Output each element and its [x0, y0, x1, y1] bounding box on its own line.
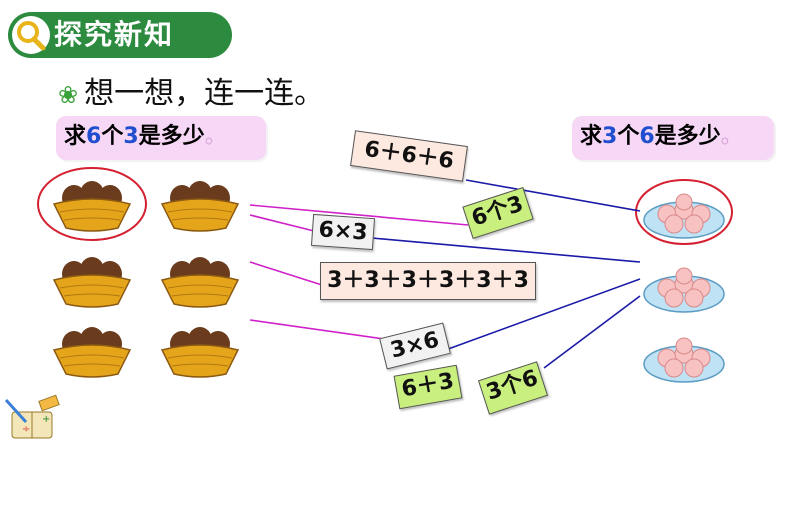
line-basket-to-6ge3 — [249, 204, 469, 226]
left-question-box: 求6个3是多少。 — [56, 116, 266, 160]
pinecone-basket — [160, 257, 240, 308]
magnifier-icon — [12, 16, 50, 54]
line-sum6-to-plate — [465, 179, 641, 212]
connection-lines — [37, 167, 733, 369]
flower-icon: ❀ — [58, 81, 79, 109]
line-3ge6-to-plate — [543, 295, 641, 369]
left-question-text: 求6个3是多少。 — [64, 124, 227, 149]
pinecone-basket — [52, 181, 132, 232]
line-6x3-to-plate — [371, 237, 641, 263]
right-question-text: 求3个6是多少。 — [580, 124, 743, 149]
right-highlight-circle — [635, 179, 733, 245]
line-basket-to-3x6 — [249, 319, 385, 340]
left-highlight-circle — [37, 167, 147, 241]
card-6-times-3[interactable]: 6×3 — [310, 213, 376, 251]
line-basket-to-sum3 — [249, 261, 323, 286]
section-header: 探究新知 — [8, 12, 232, 58]
svg-text:÷: ÷ — [22, 424, 30, 435]
instruction-text: 想一想，连一连。 — [84, 76, 325, 111]
stationery-decoration-icon: ÷ + — [4, 394, 60, 439]
section-title: 探究新知 — [54, 18, 175, 51]
pinecone-basket — [52, 327, 132, 378]
peach-plate — [643, 337, 725, 383]
right-question-box: 求3个6是多少。 — [572, 116, 774, 160]
card-3-sum-six-times[interactable]: 3＋3＋3＋3＋3＋3 — [320, 262, 536, 300]
peach-plate — [643, 193, 725, 239]
pinecone-basket — [160, 181, 240, 232]
line-3x6-to-plate — [439, 278, 641, 353]
line-basket-to-6x3 — [249, 214, 319, 233]
instruction-line: ❀想一想，连一连。 — [58, 72, 324, 116]
peach-plate — [643, 267, 725, 313]
pinecone-basket — [52, 257, 132, 308]
svg-text:+: + — [42, 414, 50, 425]
pinecone-basket — [160, 327, 240, 378]
